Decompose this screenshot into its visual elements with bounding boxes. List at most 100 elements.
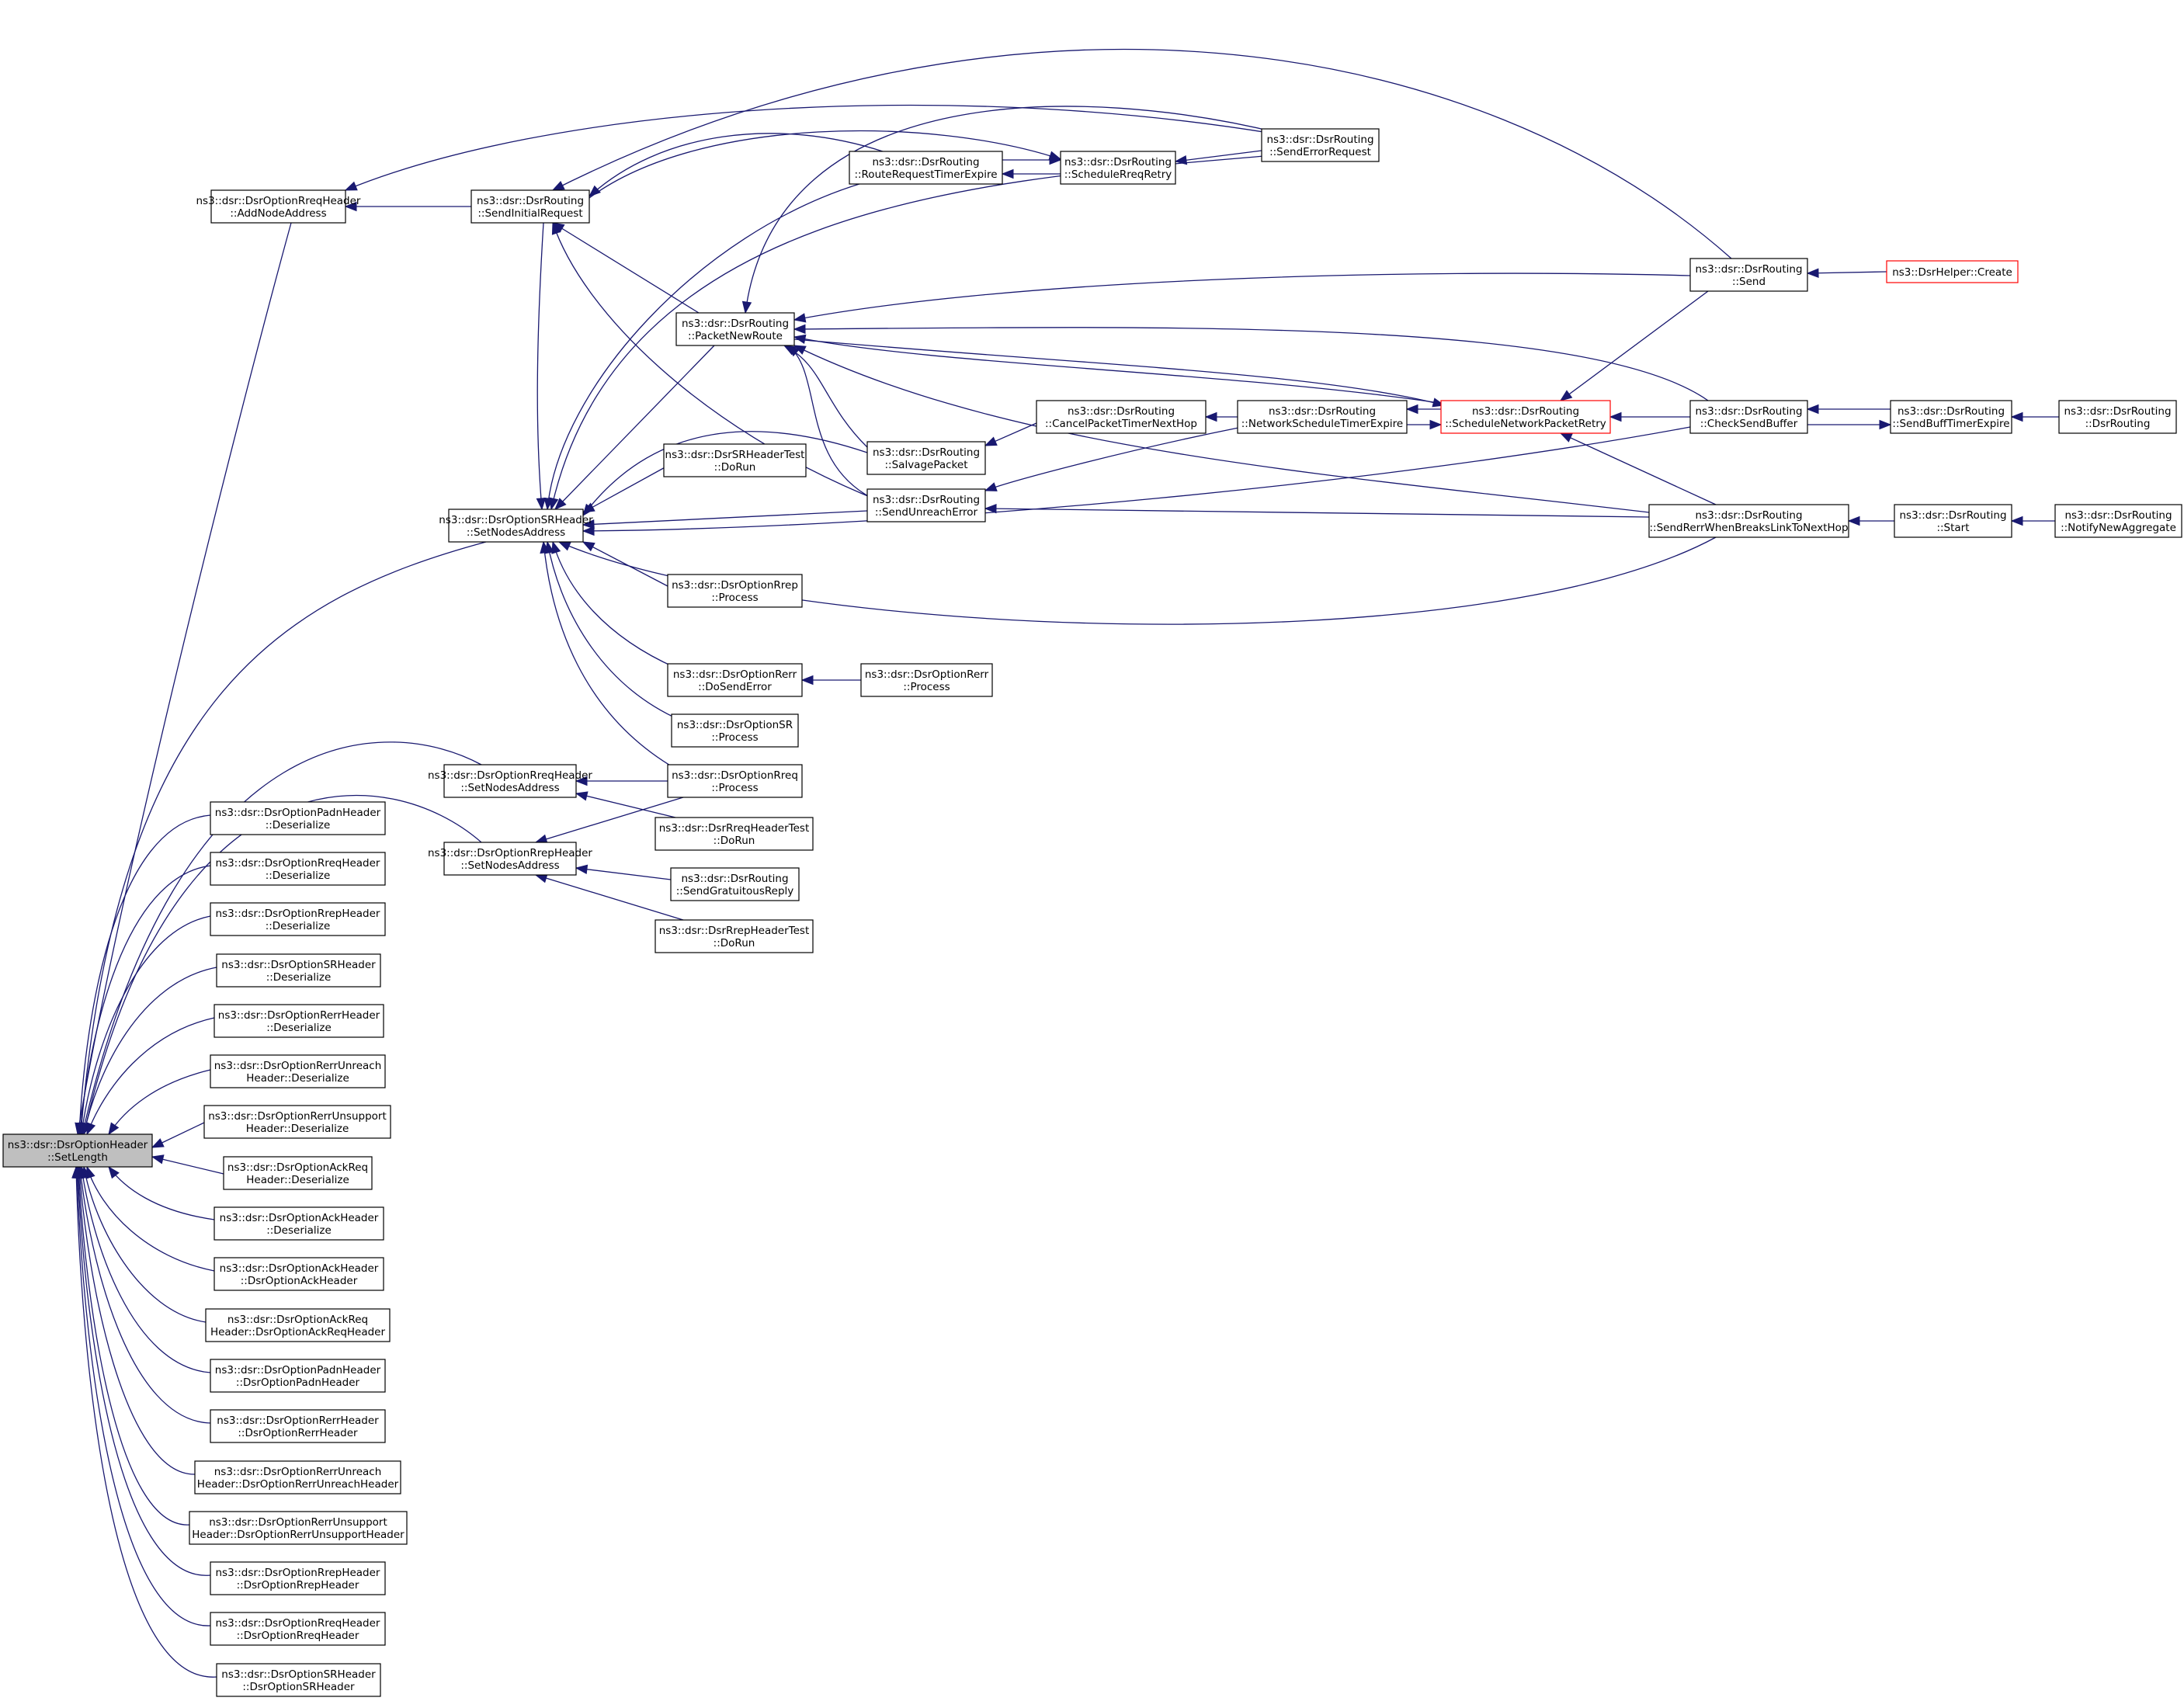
node-rerr-unsupport-ctor[interactable]: ns3::dsr::DsrOptionRerrUnsupportHeader::… (189, 1511, 408, 1545)
node-box[interactable] (210, 1359, 386, 1393)
node-box[interactable] (1036, 400, 1207, 434)
node-box[interactable] (443, 842, 577, 876)
node-rerr-process[interactable]: ns3::dsr::DsrOptionRerr::Process (860, 663, 993, 697)
node-ack-deser[interactable]: ns3::dsr::DsrOptionAckHeader::Deserializ… (214, 1206, 384, 1241)
node-box[interactable] (1440, 400, 1611, 434)
node-rerrh-deser[interactable]: ns3::dsr::DsrOptionRerrHeader::Deseriali… (214, 1004, 384, 1038)
node-send-gratuitous[interactable]: ns3::dsr::DsrRouting::SendGratuitousRepl… (670, 867, 800, 901)
node-srh-deser[interactable]: ns3::dsr::DsrOptionSRHeader::Deserialize (216, 953, 381, 988)
node-box[interactable] (214, 1206, 384, 1241)
node-network-schedule-timer[interactable]: ns3::dsr::DsrRouting::NetworkScheduleTim… (1237, 400, 1408, 434)
node-box[interactable] (1689, 400, 1808, 434)
node-box[interactable] (2054, 504, 2182, 538)
node-box[interactable] (470, 189, 590, 224)
node-box[interactable] (1648, 504, 1849, 538)
node-rreq-addnode[interactable]: ns3::dsr::DsrOptionRreqHeader::AddNodeAd… (196, 189, 361, 224)
node-route-req-timer[interactable]: ns3::dsr::DsrRouting::RouteRequestTimerE… (849, 151, 1003, 185)
node-box[interactable] (2058, 400, 2177, 434)
node-box[interactable] (655, 919, 814, 953)
node-dsr-routing-ctor[interactable]: ns3::dsr::DsrRouting::DsrRouting (2058, 400, 2177, 434)
node-rrep-setnodes[interactable]: ns3::dsr::DsrOptionRrepHeader::SetNodesA… (428, 842, 592, 876)
node-box[interactable] (849, 151, 1003, 185)
node-box[interactable] (203, 1105, 391, 1139)
node-box[interactable] (210, 1612, 386, 1646)
node-box[interactable] (210, 852, 386, 886)
node-box[interactable] (210, 1561, 386, 1595)
node-send-unreach-error[interactable]: ns3::dsr::DsrRouting::SendUnreachError (866, 488, 986, 522)
node-box[interactable] (866, 488, 986, 522)
node-box[interactable] (1894, 504, 2012, 538)
node-ackreq-ctor[interactable]: ns3::dsr::DsrOptionAckReqHeader::DsrOpti… (205, 1308, 391, 1342)
node-rrep-header-test-run[interactable]: ns3::dsr::DsrRrepHeaderTest::DoRun (655, 919, 814, 953)
node-salvage-packet[interactable]: ns3::dsr::DsrRouting::SalvagePacket (866, 441, 986, 475)
node-box[interactable] (210, 189, 346, 224)
node-box[interactable] (670, 867, 800, 901)
node-box[interactable] (1689, 258, 1808, 292)
node-box[interactable] (655, 817, 814, 851)
node-schedule-network-retry[interactable]: ns3::dsr::DsrRouting::ScheduleNetworkPac… (1440, 400, 1611, 434)
node-rerr-unreach-deser[interactable]: ns3::dsr::DsrOptionRerrUnreachHeader::De… (210, 1054, 386, 1088)
node-send-rerr-breaks[interactable]: ns3::dsr::DsrRouting::SendRerrWhenBreaks… (1648, 504, 1849, 538)
node-rerr-ctor[interactable]: ns3::dsr::DsrOptionRerrHeader::DsrOption… (210, 1409, 386, 1443)
node-cancel-packet-timer[interactable]: ns3::dsr::DsrRouting::CancelPacketTimerN… (1036, 400, 1207, 434)
node-box[interactable] (866, 441, 986, 475)
node-box[interactable] (210, 801, 386, 835)
node-rrep-process[interactable]: ns3::dsr::DsrOptionRrep::Process (667, 574, 803, 608)
node-check-send-buffer[interactable]: ns3::dsr::DsrRouting::CheckSendBuffer (1689, 400, 1808, 434)
node-send[interactable]: ns3::dsr::DsrRouting::Send (1689, 258, 1808, 292)
node-box[interactable] (214, 1257, 384, 1291)
node-send-buff-timer[interactable]: ns3::dsr::DsrRouting::SendBuffTimerExpir… (1890, 400, 2012, 434)
node-ackreq-deser[interactable]: ns3::dsr::DsrOptionAckReqHeader::Deseria… (223, 1156, 373, 1190)
node-send-initial[interactable]: ns3::dsr::DsrRouting::SendInitialRequest (470, 189, 590, 224)
node-box[interactable] (194, 1460, 401, 1494)
node-box[interactable] (205, 1308, 391, 1342)
node-box[interactable] (443, 764, 577, 798)
node-box[interactable] (448, 509, 584, 543)
node-sr-header-test-run[interactable]: ns3::dsr::DsrSRHeaderTest::DoRun (663, 443, 807, 477)
node-box[interactable] (210, 1409, 386, 1443)
node-box[interactable] (1886, 260, 2019, 283)
node-box[interactable] (2, 1133, 153, 1168)
node-box[interactable] (216, 953, 381, 988)
node-helper-create[interactable]: ns3::DsrHelper::Create (1886, 260, 2019, 283)
node-rerr-unsupport-deser[interactable]: ns3::dsr::DsrOptionRerrUnsupportHeader::… (203, 1105, 391, 1139)
node-rrep-ctor[interactable]: ns3::dsr::DsrOptionRrepHeader::DsrOption… (210, 1561, 386, 1595)
node-rreq-ctor[interactable]: ns3::dsr::DsrOptionRreqHeader::DsrOption… (210, 1612, 386, 1646)
node-box[interactable] (216, 1663, 381, 1697)
node-notify-new-aggregate[interactable]: ns3::dsr::DsrRouting::NotifyNewAggregate (2054, 504, 2182, 538)
node-ack-ctor[interactable]: ns3::dsr::DsrOptionAckHeader::DsrOptionA… (214, 1257, 384, 1291)
node-sr-ctor[interactable]: ns3::dsr::DsrOptionSRHeader::DsrOptionSR… (216, 1663, 381, 1697)
node-box[interactable] (667, 764, 803, 798)
node-send-error-request[interactable]: ns3::dsr::DsrRouting::SendErrorRequest (1261, 128, 1380, 162)
node-padn-deser[interactable]: ns3::dsr::DsrOptionPadnHeader::Deseriali… (210, 801, 386, 835)
node-rreq-header-test-run[interactable]: ns3::dsr::DsrRreqHeaderTest::DoRun (655, 817, 814, 851)
node-rreq-process[interactable]: ns3::dsr::DsrOptionRreq::Process (667, 764, 803, 798)
node-box[interactable] (210, 902, 386, 936)
node-box[interactable] (223, 1156, 373, 1190)
node-box[interactable] (189, 1511, 408, 1545)
node-setlength[interactable]: ns3::dsr::DsrOptionHeader::SetLength (2, 1133, 153, 1168)
node-box[interactable] (663, 443, 807, 477)
node-rerr-dosend[interactable]: ns3::dsr::DsrOptionRerr::DoSendError (667, 663, 803, 697)
node-box[interactable] (1261, 128, 1380, 162)
node-box[interactable] (667, 574, 803, 608)
node-box[interactable] (667, 663, 803, 697)
node-sr-process[interactable]: ns3::dsr::DsrOptionSR::Process (671, 713, 799, 748)
node-rreqh-deser[interactable]: ns3::dsr::DsrOptionRreqHeader::Deseriali… (210, 852, 386, 886)
node-rreph-deser[interactable]: ns3::dsr::DsrOptionRrepHeader::Deseriali… (210, 902, 386, 936)
node-box[interactable] (860, 663, 993, 697)
node-box[interactable] (210, 1054, 386, 1088)
node-box[interactable] (675, 312, 795, 346)
node-box[interactable] (671, 713, 799, 748)
node-box[interactable] (1060, 151, 1176, 185)
node-box[interactable] (1890, 400, 2012, 434)
node-packet-new-route[interactable]: ns3::dsr::DsrRouting::PacketNewRoute (675, 312, 795, 346)
node-rreq-setnodes[interactable]: ns3::dsr::DsrOptionRreqHeader::SetNodesA… (428, 764, 592, 798)
node-padn-ctor[interactable]: ns3::dsr::DsrOptionPadnHeader::DsrOption… (210, 1359, 386, 1393)
node-sr-setnodes[interactable]: ns3::dsr::DsrOptionSRHeader::SetNodesAdd… (439, 509, 593, 543)
node-rerr-unreach-ctor[interactable]: ns3::dsr::DsrOptionRerrUnreachHeader::Ds… (194, 1460, 401, 1494)
node-box[interactable] (214, 1004, 384, 1038)
node-start[interactable]: ns3::dsr::DsrRouting::Start (1894, 504, 2012, 538)
node-box[interactable] (1237, 400, 1408, 434)
node-schedule-rreq-retry[interactable]: ns3::dsr::DsrRouting::ScheduleRreqRetry (1060, 151, 1176, 185)
